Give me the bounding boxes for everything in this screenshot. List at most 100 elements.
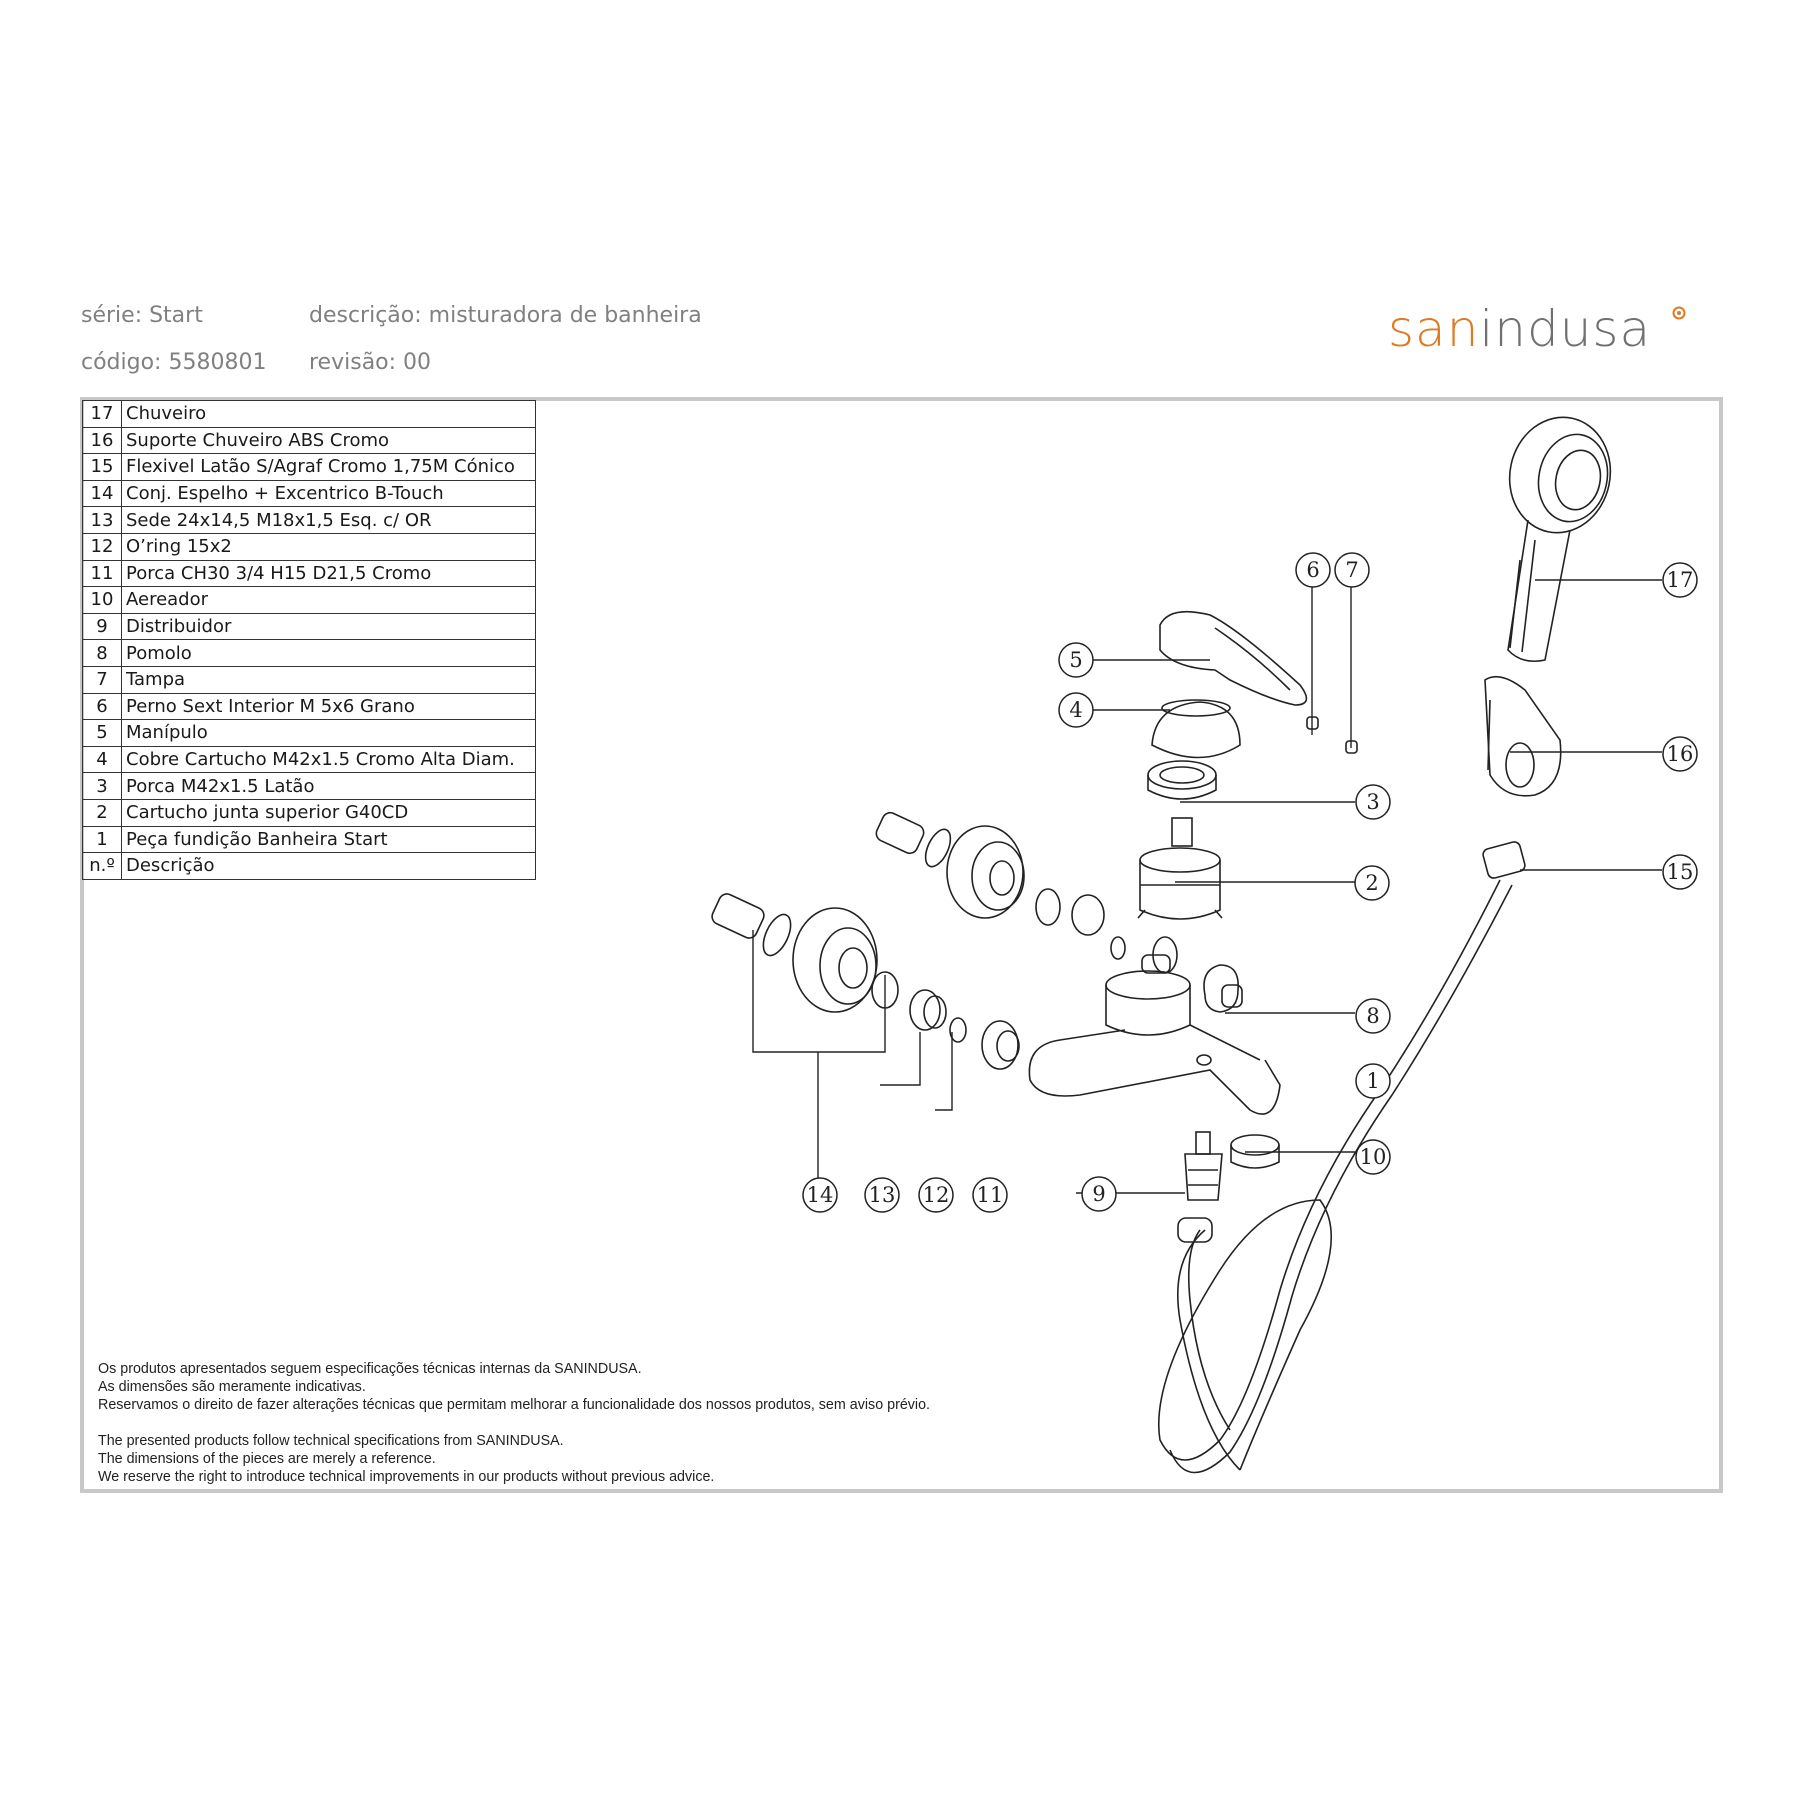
callout-label: 7 xyxy=(1345,558,1358,582)
callout-1: 1 xyxy=(1355,1063,1391,1099)
part-description: Porca M42x1.5 Latão xyxy=(121,772,536,800)
callout-circle xyxy=(1295,552,1331,588)
knob-part xyxy=(1203,964,1243,1013)
part-number: 8 xyxy=(82,639,122,667)
callout-10: 10 xyxy=(1355,1139,1391,1175)
disclaimer-en-1: The presented products follow technical … xyxy=(98,1433,564,1449)
callout-circle xyxy=(1662,562,1698,598)
callout-label: 15 xyxy=(1667,860,1694,884)
part-number: 16 xyxy=(82,426,122,455)
shower-holder-part xyxy=(1484,675,1562,797)
callout-circle xyxy=(1058,642,1094,678)
callout-5: 5 xyxy=(1058,642,1094,678)
callout-label: 3 xyxy=(1366,790,1379,814)
callout-circle xyxy=(1354,865,1390,901)
callout-circle xyxy=(864,1177,900,1213)
part-description: Chuveiro xyxy=(121,400,536,428)
seat-oring-nut-parts xyxy=(871,971,1020,1070)
part-description: Manípulo xyxy=(121,719,536,747)
callout-label: 5 xyxy=(1069,648,1082,672)
callout-7: 7 xyxy=(1334,552,1370,588)
part-number: 4 xyxy=(82,745,122,774)
callout-15: 15 xyxy=(1662,854,1698,890)
part-description: Porca CH30 3/4 H15 D21,5 Cromo xyxy=(121,559,536,588)
callout-14: 14 xyxy=(802,1177,838,1213)
callout-circle xyxy=(802,1177,838,1213)
disclaimer-pt-1: Os produtos apresentados seguem especifi… xyxy=(98,1361,642,1377)
callout-label: 4 xyxy=(1069,698,1082,722)
callout-12: 12 xyxy=(918,1177,954,1213)
callout-label: 13 xyxy=(869,1183,896,1207)
body-casting-part xyxy=(1028,954,1281,1115)
part-number: 2 xyxy=(82,798,122,827)
codigo-label: código: 5580801 xyxy=(81,350,267,375)
part-number: 6 xyxy=(82,692,122,721)
callout-circle xyxy=(918,1177,954,1213)
callout-2: 2 xyxy=(1354,865,1390,901)
callout-circle xyxy=(972,1177,1008,1213)
part-description: Descrição xyxy=(121,852,536,880)
callout-circle xyxy=(1355,1063,1391,1099)
screw-parts xyxy=(1306,716,1358,754)
logo-text-a: san xyxy=(1388,300,1480,358)
callout-circle xyxy=(1081,1176,1117,1212)
leader-lines xyxy=(752,570,1662,1194)
aerator-part xyxy=(1230,1134,1280,1169)
callout-13: 13 xyxy=(864,1177,900,1213)
part-description: Peça fundição Banheira Start xyxy=(121,825,536,854)
part-number: 14 xyxy=(82,479,122,508)
callout-circle xyxy=(1355,1139,1391,1175)
callout-label: 8 xyxy=(1366,1004,1379,1028)
part-description: Cartucho junta superior G40CD xyxy=(121,798,536,827)
callout-circle xyxy=(1355,998,1391,1034)
logo-text-b: indusa xyxy=(1479,300,1652,358)
callout-8: 8 xyxy=(1355,998,1391,1034)
disclaimer-en-3: We reserve the right to introduce techni… xyxy=(98,1469,715,1485)
callout-11: 11 xyxy=(972,1177,1008,1213)
callout-label: 6 xyxy=(1306,558,1319,582)
callout-label: 17 xyxy=(1667,568,1694,592)
callout-label: 12 xyxy=(923,1183,950,1207)
callout-17: 17 xyxy=(1662,562,1698,598)
part-description: Conj. Espelho + Excentrico B-Touch xyxy=(121,479,536,508)
hand-shower-part xyxy=(1507,416,1612,663)
logo-mark-icon xyxy=(1672,306,1686,320)
sanindusa-logo: sanindusa xyxy=(1388,300,1651,358)
eccentric-escutcheon-part xyxy=(711,893,878,1013)
nut-part xyxy=(1147,760,1217,800)
part-description: Aereador xyxy=(121,586,536,614)
part-description: O’ring 15x2 xyxy=(121,532,536,561)
disclaimer-pt-2: As dimensões são meramente indicativas. xyxy=(98,1379,366,1395)
callout-label: 10 xyxy=(1360,1145,1387,1169)
callout-9: 9 xyxy=(1081,1176,1117,1212)
handle-part xyxy=(1159,610,1308,706)
disclaimer-pt-3: Reservamos o direito de fazer alterações… xyxy=(98,1397,931,1413)
callout-circle xyxy=(1662,736,1698,772)
callout-circle xyxy=(1355,784,1391,820)
cartridge-cover-part xyxy=(1151,699,1241,759)
part-description: Distribuidor xyxy=(121,612,536,641)
disclaimer-en-2: The dimensions of the pieces are merely … xyxy=(98,1451,436,1467)
part-description: Flexivel Latão S/Agraf Cromo 1,75M Cónic… xyxy=(121,453,536,481)
revisao-label: revisão: 00 xyxy=(309,350,432,375)
callout-label: 9 xyxy=(1092,1182,1105,1206)
callout-4: 4 xyxy=(1058,692,1094,728)
callout-circle xyxy=(1334,552,1370,588)
cartridge-part xyxy=(1137,817,1223,920)
